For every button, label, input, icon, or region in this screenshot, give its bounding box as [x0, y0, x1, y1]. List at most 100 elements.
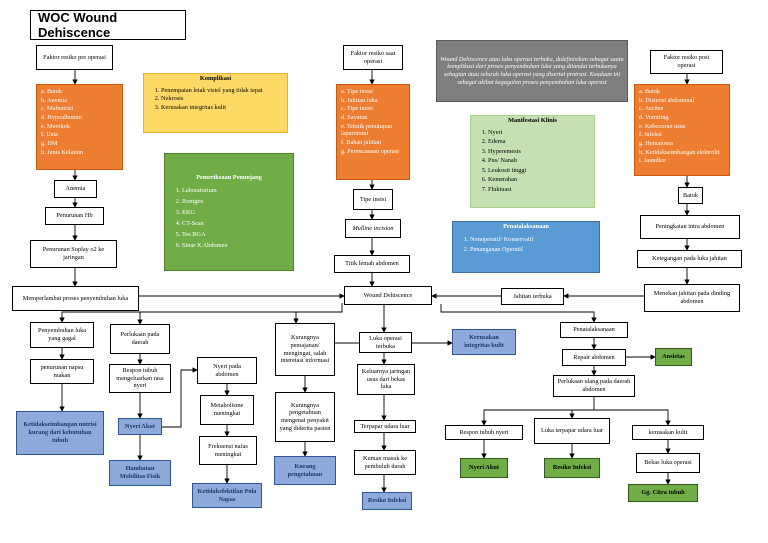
node-wound-dehiscence: Wound Dehiscence: [344, 286, 432, 305]
pemeriksaan-item: Tes BGA: [182, 230, 290, 240]
node-perlukaan-ulang: Perlukaan ulang pada daerah abdomen: [553, 375, 635, 397]
risk-post-item: f. Infeksi: [639, 131, 662, 139]
node-metabolisme: Metabolisme meningkat: [200, 395, 254, 425]
risk-post-item: g. Hematoma: [639, 140, 673, 148]
pemeriksaan-box: Pemeriksaan Penunjang LaboratoriumRontge…: [164, 153, 294, 271]
diagnosis-pola-napas: Ketidakefektifan Pola Napas: [192, 483, 262, 508]
node-kerusakan-kulit: kerusakan kulit: [632, 425, 704, 440]
node-peningkatan-intra: Peningkatan intra abdomen: [640, 215, 740, 239]
diagnosis-ketidakseimbangan-nutrisi: Ketidakseimbangan nutrisi kurang dari ke…: [16, 411, 104, 455]
node-luka-terpapar: Luka terpapar udara luar: [534, 418, 610, 444]
node-jahitan-terbuka: Jahitan terbuka: [501, 288, 564, 305]
risk-post-item: a. Batuk: [639, 88, 660, 95]
pemeriksaan-item: Sinar X Abdomen: [182, 241, 290, 251]
penatalaksanaan-info-title: Penatalaksanaan: [503, 223, 549, 230]
risk-post-label: Faktor resiko post operasi: [650, 50, 723, 74]
risk-pre-label: Faktor resiko pre operasi: [36, 45, 113, 70]
pemeriksaan-item: EKG: [182, 208, 290, 218]
node-anemia: Anemia: [54, 180, 97, 198]
diagnosis-resiko-infeksi-2: Resiko Infeksi: [544, 458, 600, 478]
pemeriksaan-item: CT-Scan: [182, 219, 290, 229]
node-titik-lemah: Titik lemah abdomen: [334, 255, 410, 273]
node-batuk: Batuk: [678, 187, 703, 204]
diagram-title: WOC Wound Dehiscence: [30, 10, 186, 40]
manifestasi-item: Fluktuasi: [488, 186, 591, 195]
node-keluarnya-jaringan: Keluarnya jaringan usus dari bekas luka: [357, 364, 415, 395]
manifestasi-item: Pus/ Nanah: [488, 157, 591, 166]
risk-pre-item: d. Hypoalbumin: [41, 114, 82, 122]
risk-intra-item: c. Tipe insisi: [341, 105, 374, 113]
risk-pre-item: a. Batuk: [41, 88, 62, 95]
risk-pre-item: b. Anemia: [41, 96, 67, 104]
node-luka-operasi-terbuka: Luka operasi terbuka: [359, 332, 412, 353]
pemeriksaan-title: Pemeriksaan Penunjang: [196, 174, 262, 181]
diagnosis-kurang-pengetahuan: Kurang pengetahuan: [274, 456, 336, 485]
node-repair-abdomen: Repair abdomen: [562, 349, 626, 366]
risk-post-item: e. Kebocoran usus: [639, 122, 686, 130]
risk-intra-item: d. Sayatan: [341, 114, 368, 122]
diagnosis-hambatan-mobilitas: Hambatan Mobilitas Fisik: [109, 460, 171, 486]
risk-pre-item: e. Merokok: [41, 122, 71, 130]
risk-post-item: d. Vomiting: [639, 114, 669, 122]
komplikasi-title: Komplikasi: [199, 75, 232, 82]
node-ketegangan: Ketegangan pada luka jahitan: [637, 250, 742, 268]
node-perlukaan-daerah: Perlukaan pada daerah: [110, 324, 170, 354]
manifestasi-item: Edema: [488, 138, 591, 147]
node-tipe-insisi: Tipe insisi: [353, 189, 393, 210]
risk-intra-item: a. Tipe insisi: [341, 88, 374, 95]
node-penatalaksanaan: Penatalaksanaan: [560, 322, 628, 338]
komplikasi-item: Kerusakan integritas kulit: [161, 104, 284, 112]
komplikasi-item: Nekrosis: [161, 95, 284, 103]
risk-pre-item: c. Malnutrisi: [41, 105, 74, 113]
node-terpapar-udara: Terpapar udara luar: [354, 420, 416, 433]
node-frekuensi-nafas: Frekuensi nafas meningkat: [199, 436, 257, 465]
node-penurunan-hb: Penurunan Hb: [45, 207, 104, 225]
risk-intra-item: b. Jahitan luka: [341, 96, 378, 104]
manifestasi-item: Leukosit tinggi: [488, 167, 591, 176]
node-respon-tubuh-nyeri: Respon tubuh mengeluarkan rasa nyeri: [109, 364, 171, 393]
risk-post-item: c. Ascites: [639, 105, 664, 113]
definition-box: Wound Dehiscence atau luka operasi terbu…: [436, 40, 628, 102]
penatalaksanaan-item: Penanganan Operatif: [470, 245, 596, 254]
node-memperlambat: Memperlambat proses penyembuhan luka: [12, 286, 139, 311]
pemeriksaan-item: Rontgen: [182, 197, 290, 207]
penatalaksanaan-info-box: Penatalaksanaan Nonoperatif/ Konservatif…: [452, 221, 600, 273]
manifestasi-item: Hyperemesis: [488, 148, 591, 157]
risk-intra-label: Faktor resiko saat operasi: [343, 45, 403, 70]
definition-text: Wound Dehiscence atau luka operasi terbu…: [440, 55, 624, 86]
manifestasi-item: Kemerahan: [488, 176, 591, 185]
risk-post-item: b. Distensi abdominal: [639, 96, 695, 104]
manifestasi-title: Manifestasi Klinis: [508, 117, 557, 124]
node-kuman-masuk: Kuman masuk ke pembuluh darah: [354, 450, 416, 475]
node-bekas-luka: Bekas luka operasi: [636, 453, 700, 473]
node-penurunan-o2: Penurunan Suplay o2 ke jaringan: [30, 240, 117, 268]
pemeriksaan-item: Laboratorium: [182, 186, 290, 196]
diagnosis-resiko-infeksi-1: Resiko Infeksi: [362, 492, 412, 510]
risk-intra-item: f. Bahan jahitan: [341, 139, 382, 147]
risk-pre-item: f. Usia: [41, 131, 58, 139]
komplikasi-box: Komplikasi Penempatan letak vistel yang …: [143, 73, 288, 133]
risk-pre-item: h. Jenis Kelamin: [41, 148, 84, 156]
manifestasi-box: Manifestasi Klinis NyeriEdemaHyperemesis…: [470, 115, 595, 208]
risk-post-item: i. Jaundice: [639, 157, 666, 165]
node-menekan-jahitan: Menekan jahitan pada dinding abdomen: [644, 284, 740, 312]
diagnosis-nyeri-akut-1: Nyeri Akut: [118, 418, 162, 435]
diagnosis-kerusakan-integritas: Kerusakan integritas kulit: [452, 329, 516, 355]
diagnosis-nyeri-akut-2: Nyeri Akut: [460, 458, 508, 478]
node-kurang-pengetahuan-mengenai: Kurangnya pengetahuan mengenai penyakit …: [275, 392, 335, 442]
komplikasi-item: Penempatan letak vistel yang tidak tepat: [161, 87, 284, 95]
node-penurunan-napsu: penurunan napsu makan: [30, 359, 94, 384]
penatalaksanaan-item: Nonoperatif/ Konservatif: [470, 235, 596, 244]
risk-pre-item: g. DM: [41, 140, 58, 148]
diagnosis-citra-tubuh: Gg. Citra tubuh: [628, 484, 698, 502]
node-penyembuhan-gagal: Penyembuhan luka yang gagal: [30, 322, 94, 348]
risk-post-item: h. Ketidakseimbangan elektrolit: [639, 148, 720, 156]
manifestasi-item: Nyeri: [488, 129, 591, 138]
node-midline-incision: Mulline incision: [345, 219, 401, 238]
node-kurang-pemajanan: Kurangnya pemajanan/ mengingat, salah in…: [275, 323, 335, 376]
diagnosis-ansietas: Ansietas: [655, 348, 692, 366]
